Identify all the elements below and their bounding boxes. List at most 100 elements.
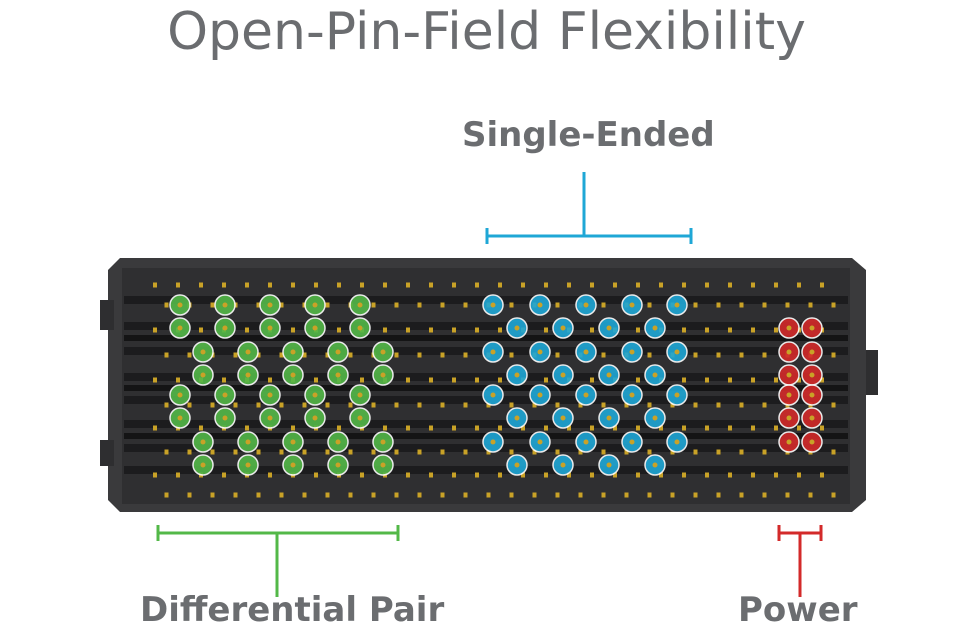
pin (417, 302, 422, 308)
marker-pin (652, 415, 658, 421)
pin (486, 402, 491, 408)
pin (302, 449, 307, 455)
pin (762, 492, 767, 498)
pin (716, 402, 721, 408)
pin (475, 327, 479, 333)
pin (406, 377, 410, 383)
marker-pin (606, 415, 612, 421)
pin (486, 492, 491, 498)
rail-3 (124, 373, 848, 381)
page-title: Open-Pin-Field Flexibility (167, 2, 806, 62)
pin (716, 492, 721, 498)
differential-pair-label: Differential Pair (140, 590, 445, 630)
pin (509, 492, 514, 498)
marker-pin (652, 372, 658, 378)
pin (831, 402, 836, 408)
pin (590, 425, 594, 431)
pin (555, 449, 560, 455)
pin (233, 402, 238, 408)
pin (590, 472, 594, 478)
pin (394, 402, 399, 408)
pin (751, 282, 755, 288)
pin (325, 352, 330, 358)
pin (187, 402, 192, 408)
pin (406, 472, 410, 478)
pin (325, 302, 330, 308)
marker-pin (380, 439, 386, 445)
pin (762, 302, 767, 308)
pin (705, 425, 709, 431)
marker-pin (245, 439, 251, 445)
marker-pin (290, 462, 296, 468)
pin (532, 492, 537, 498)
pin (176, 377, 180, 383)
pin (808, 492, 813, 498)
pin (670, 492, 675, 498)
pin (394, 352, 399, 358)
pin (705, 377, 709, 383)
pin (728, 282, 732, 288)
pin (452, 472, 456, 478)
marker-pin (809, 372, 815, 378)
marker-pin (514, 415, 520, 421)
marker-pin (514, 462, 520, 468)
pin (394, 449, 399, 455)
pin (509, 352, 514, 358)
pin (613, 472, 617, 478)
pin (348, 492, 353, 498)
single-ended-label: Single-Ended (462, 115, 715, 155)
pin (164, 302, 169, 308)
marker-pin (290, 349, 296, 355)
marker-pin (652, 462, 658, 468)
marker-pin (809, 415, 815, 421)
marker-pin (560, 415, 566, 421)
marker-pin (606, 325, 612, 331)
marker-pin (490, 439, 496, 445)
marker-pin (335, 372, 341, 378)
pin (498, 425, 502, 431)
pin (268, 377, 272, 383)
pin (245, 282, 249, 288)
marker-pin (177, 302, 183, 308)
pin (314, 472, 318, 478)
pin (831, 449, 836, 455)
pin (705, 327, 709, 333)
marker-pin (809, 392, 815, 398)
pin (153, 377, 157, 383)
pin (463, 352, 468, 358)
pin (705, 472, 709, 478)
pin (302, 492, 307, 498)
pin (337, 282, 341, 288)
marker-pin (290, 439, 296, 445)
marker-pin (200, 349, 206, 355)
pin (601, 492, 606, 498)
marker-pin (629, 439, 635, 445)
pin (302, 352, 307, 358)
pin (371, 402, 376, 408)
pin (601, 402, 606, 408)
pin (797, 377, 801, 383)
pin (245, 425, 249, 431)
pin (440, 402, 445, 408)
pin (417, 402, 422, 408)
pin (279, 449, 284, 455)
rail-1 (124, 322, 848, 330)
marker-pin (335, 349, 341, 355)
power-label: Power (738, 590, 858, 630)
slot-0 (124, 335, 848, 341)
pin (210, 449, 215, 455)
pin (360, 472, 364, 478)
pin (521, 282, 525, 288)
rail-5 (124, 420, 848, 428)
pin (762, 402, 767, 408)
pin (647, 449, 652, 455)
pin (452, 377, 456, 383)
pin (774, 327, 778, 333)
marker-pin (357, 415, 363, 421)
pin (659, 472, 663, 478)
marker-pin (357, 392, 363, 398)
pin (256, 352, 261, 358)
pin (233, 352, 238, 358)
pin (532, 402, 537, 408)
pin (164, 352, 169, 358)
